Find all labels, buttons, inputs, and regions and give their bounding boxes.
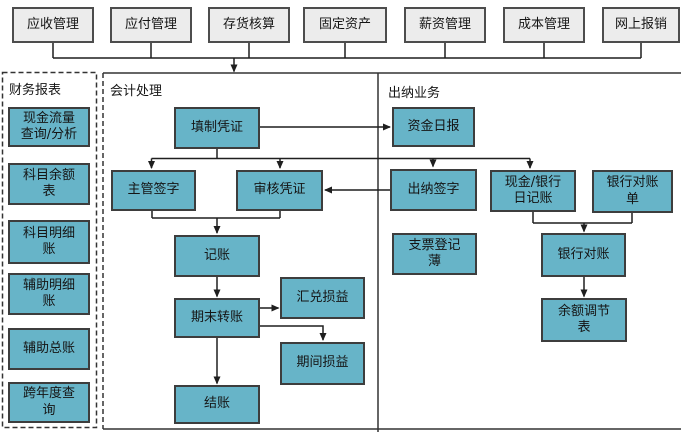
module-cost-management: 成本管理 — [503, 7, 585, 43]
node-balance-adjustment-sheet: 余额调节 表 — [541, 298, 627, 342]
node-cashier-sign: 出纳签字 — [390, 169, 477, 211]
reports-panel-title: 财务报表 — [9, 83, 62, 98]
node-fund-daily-report: 资金日报 — [392, 107, 475, 147]
node-period-gain-loss: 期间损益 — [280, 342, 365, 385]
node-cash-bank-journal: 现金/银行 日记账 — [490, 170, 576, 212]
module-online-reimbursement: 网上报销 — [602, 7, 680, 43]
node-exchange-gain-loss: 汇兑损益 — [280, 277, 365, 319]
node-period-end-transfer: 期末转账 — [174, 298, 260, 338]
node-check-register: 支票登记 薄 — [392, 233, 477, 275]
module-inventory-accounting: 存货核算 — [208, 7, 290, 43]
report-account-balance: 科目余额 表 — [8, 163, 90, 205]
cashier-panel-title: 出纳业务 — [388, 86, 441, 101]
node-audit-voucher: 审核凭证 — [236, 170, 323, 211]
report-auxiliary-general: 辅助总账 — [8, 328, 90, 370]
reports-panel-frame — [1, 71, 98, 429]
report-account-detail: 科目明细 账 — [8, 220, 90, 264]
node-bookkeeping: 记账 — [174, 235, 260, 277]
accounting-panel-title: 会计处理 — [110, 84, 163, 99]
module-fixed-assets: 固定资产 — [303, 7, 387, 43]
module-payroll-management: 薪资管理 — [404, 7, 486, 43]
module-accounts-receivable: 应收管理 — [12, 7, 94, 43]
report-auxiliary-detail: 辅助明细 账 — [8, 273, 90, 315]
node-bank-reconciliation: 银行对账 — [541, 233, 626, 277]
node-fill-voucher: 填制凭证 — [174, 107, 260, 149]
report-cash-flow-query: 现金流量 查询/分析 — [8, 107, 90, 147]
node-supervisor-sign: 主管签字 — [111, 170, 196, 211]
node-closing: 结账 — [174, 385, 260, 424]
node-bank-statement: 银行对账 单 — [592, 170, 673, 213]
report-cross-year-query: 跨年度查 询 — [8, 382, 90, 423]
module-accounts-payable: 应付管理 — [110, 7, 192, 43]
